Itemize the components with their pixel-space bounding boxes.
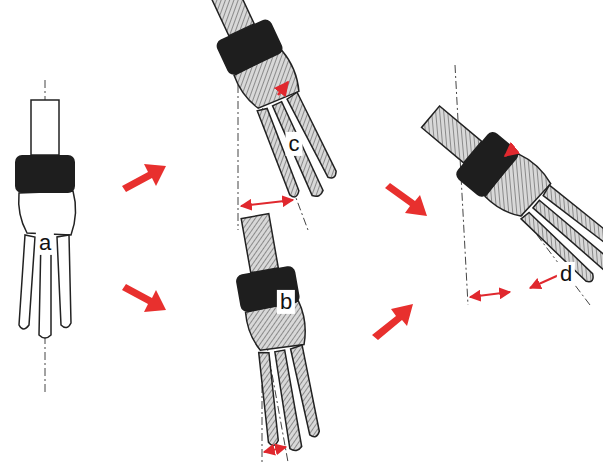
figure-letter: b (277, 290, 295, 314)
figure-letter: c (286, 132, 303, 156)
figure-letter: a (36, 231, 54, 255)
figure-letter: d (557, 262, 575, 286)
